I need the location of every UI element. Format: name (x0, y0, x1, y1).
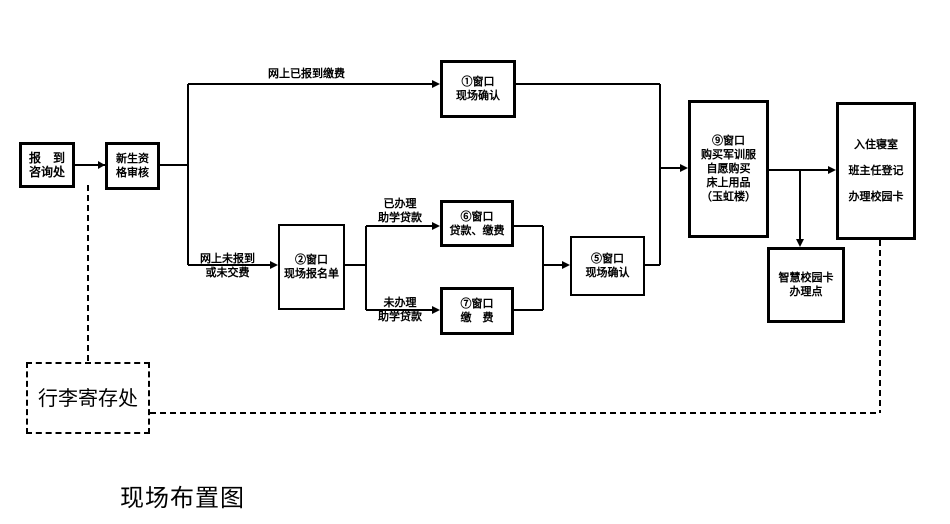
campus-card-box: 智慧校园卡 办理点 (767, 247, 845, 323)
consult-desk-box: 报 到 咨询处 (19, 142, 75, 188)
window-9-box: ⑨窗口 购买军训服 自愿购买 床上用品 （玉虹楼） (688, 100, 769, 238)
review-line-2: 格审核 (116, 166, 149, 179)
window-2-line-1: ②窗口 (295, 253, 328, 266)
window-1-line-1: ①窗口 (461, 75, 495, 88)
window-9-line-5: （玉虹楼） (701, 190, 756, 203)
window-6-line-1: ⑥窗口 (460, 209, 494, 223)
not-paid-line-2: 或未交费 (205, 266, 250, 279)
dormitory-box: 入住寝室 班主任登记 办理校园卡 (836, 102, 916, 240)
window-9-line-4: 床上用品 (706, 176, 751, 189)
window-9-line-1: ⑨窗口 (712, 134, 745, 147)
not-paid-line-1: 网上未报到 (200, 252, 255, 265)
window-2-line-2: 现场报名单 (284, 267, 339, 280)
window-6-line-2: 贷款、缴费 (449, 223, 505, 237)
window-5-line-2: 现场确认 (585, 266, 630, 279)
edge-label-no-loan: 未办理 助学贷款 (378, 296, 422, 324)
window-2-box: ②窗口 现场报名单 (278, 224, 345, 310)
window-7-box: ⑦窗口 缴 费 (440, 287, 514, 335)
luggage-label: 行李寄存处 (38, 386, 138, 410)
edge-label-not-paid: 网上未报到 或未交费 (200, 252, 255, 280)
edge-label-paid-online: 网上已报到缴费 (268, 67, 345, 80)
has-loan-line-1: 已办理 (383, 197, 417, 210)
has-loan-line-2: 助学贷款 (378, 211, 422, 224)
no-loan-line-1: 未办理 (383, 296, 417, 309)
luggage-storage-box: 行李寄存处 (26, 362, 150, 434)
eligibility-review-box: 新生资 格审核 (105, 142, 160, 190)
window-9-line-2: 购买军训服 (701, 148, 756, 161)
consult-line-2: 咨询处 (28, 165, 65, 179)
edge-label-has-loan: 已办理 助学贷款 (378, 197, 422, 225)
window-9-line-3: 自愿购买 (706, 162, 751, 175)
dorm-line-3: 办理校园卡 (848, 190, 904, 203)
review-line-1: 新生资 (116, 152, 149, 165)
no-loan-line-2: 助学贷款 (378, 310, 422, 323)
window-6-box: ⑥窗口 贷款、缴费 (440, 200, 514, 247)
window-5-line-1: ⑤窗口 (591, 252, 624, 265)
card-line-2: 办理点 (789, 285, 823, 298)
card-line-1: 智慧校园卡 (778, 271, 834, 284)
window-1-line-2: 现场确认 (456, 89, 500, 102)
dorm-line-2: 班主任登记 (848, 164, 904, 177)
window-7-line-1: ⑦窗口 (460, 297, 494, 310)
window-1-box: ①窗口 现场确认 (440, 60, 516, 118)
consult-line-1: 报 到 (28, 151, 65, 165)
window-5-box: ⑤窗口 现场确认 (570, 236, 645, 296)
dorm-line-1: 入住寝室 (854, 138, 898, 151)
window-7-line-2: 缴 费 (460, 311, 494, 324)
page-caption: 现场布置图 (120, 484, 245, 512)
